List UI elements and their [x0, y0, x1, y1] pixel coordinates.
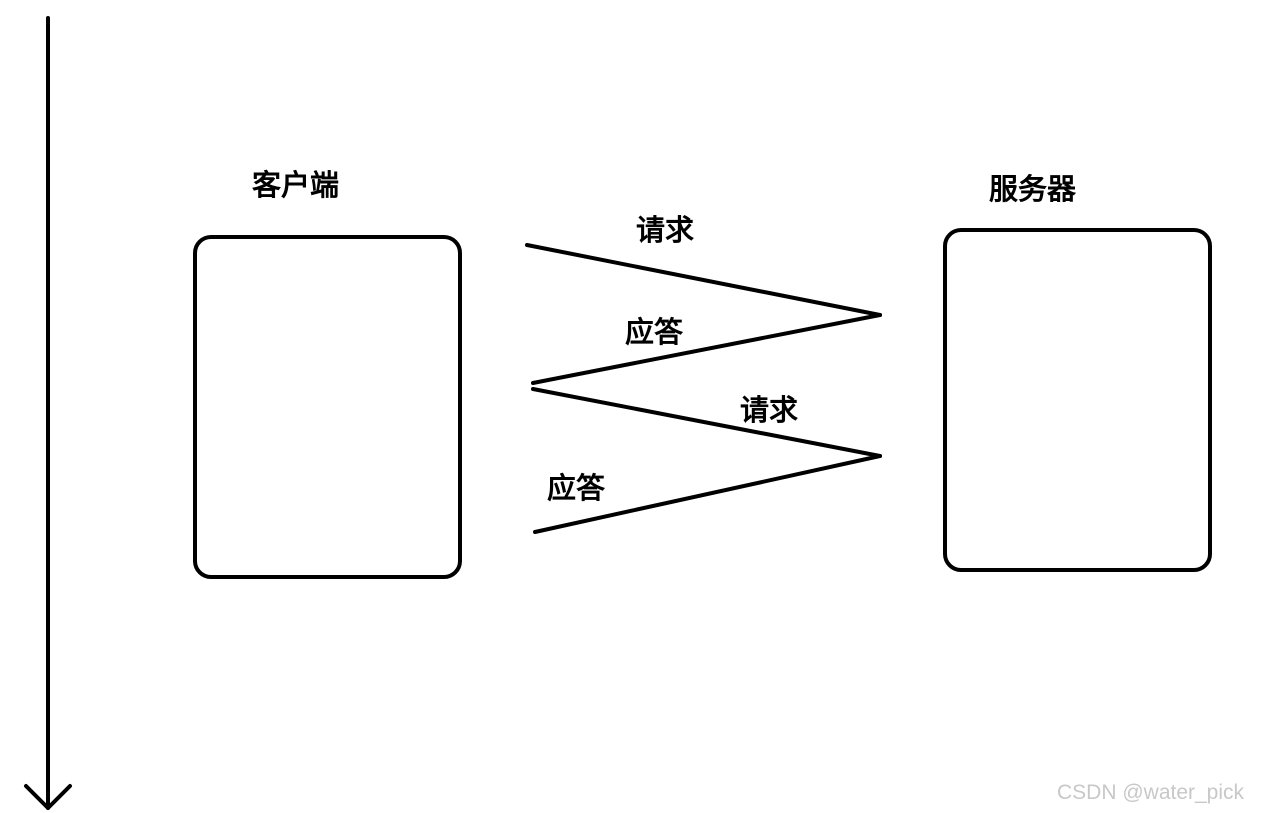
client-box: [193, 235, 462, 579]
response-label-1: 应答: [625, 315, 684, 349]
response-label-2: 应答: [547, 471, 606, 505]
request-label-2: 请求: [740, 393, 799, 427]
time-axis-arrowhead: [24, 784, 72, 810]
watermark: CSDN @water_pick: [1057, 781, 1245, 804]
request-line-1: [525, 243, 882, 317]
client-label: 客户端: [252, 168, 340, 202]
response-line-1: [531, 313, 882, 385]
response-line-2: [533, 454, 882, 534]
server-label: 服务器: [989, 172, 1077, 206]
server-box: [943, 228, 1212, 572]
request-line-2: [531, 387, 882, 458]
request-label-1: 请求: [636, 213, 695, 247]
